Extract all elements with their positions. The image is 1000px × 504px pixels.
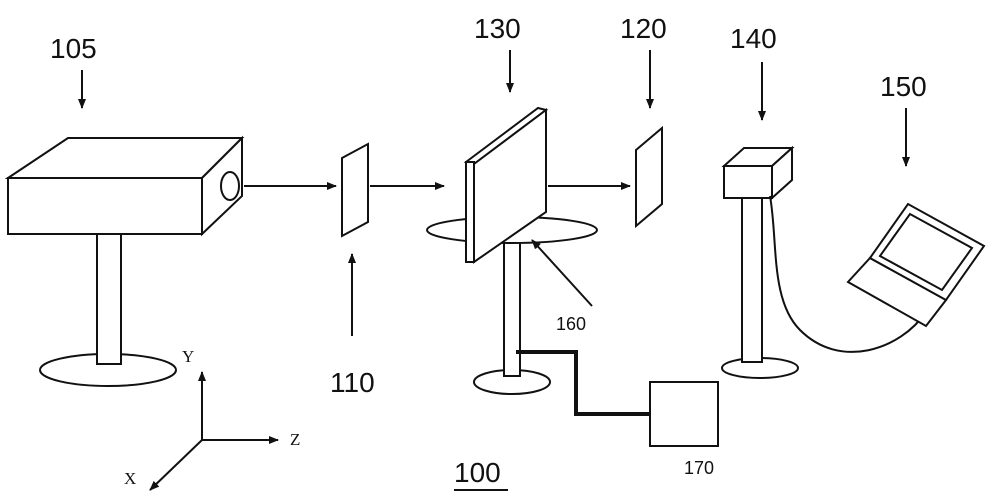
- label-second-plate: 120: [620, 13, 667, 44]
- projector-post: [97, 232, 121, 364]
- camera-post: [742, 196, 762, 362]
- label-projector: 105: [50, 33, 97, 64]
- y-axis-label: Y: [182, 347, 194, 366]
- label-computer: 150: [880, 71, 927, 102]
- projector: [8, 138, 242, 386]
- label-system: 100: [454, 457, 501, 488]
- laptop: [848, 204, 984, 326]
- x-axis-label: X: [124, 469, 136, 488]
- projector-lens: [221, 172, 239, 200]
- label-rotation-stage: 160: [556, 314, 586, 334]
- camera-front: [724, 166, 772, 198]
- second-plate: [636, 128, 662, 226]
- label-camera: 140: [730, 23, 777, 54]
- rotation-stage-pointer: [532, 240, 592, 306]
- x-axis: [150, 440, 202, 490]
- label-first-plate: 110: [330, 367, 375, 398]
- controller-box: [650, 382, 718, 446]
- stage-post: [504, 236, 520, 376]
- sample-panel-front: [466, 162, 474, 262]
- label-sample-panel: 130: [474, 13, 521, 44]
- first-plate: [342, 144, 368, 236]
- camera-assembly: [722, 148, 798, 378]
- projector-body-front: [8, 178, 202, 234]
- z-axis-label: Z: [290, 430, 300, 449]
- label-controller: 170: [684, 458, 714, 478]
